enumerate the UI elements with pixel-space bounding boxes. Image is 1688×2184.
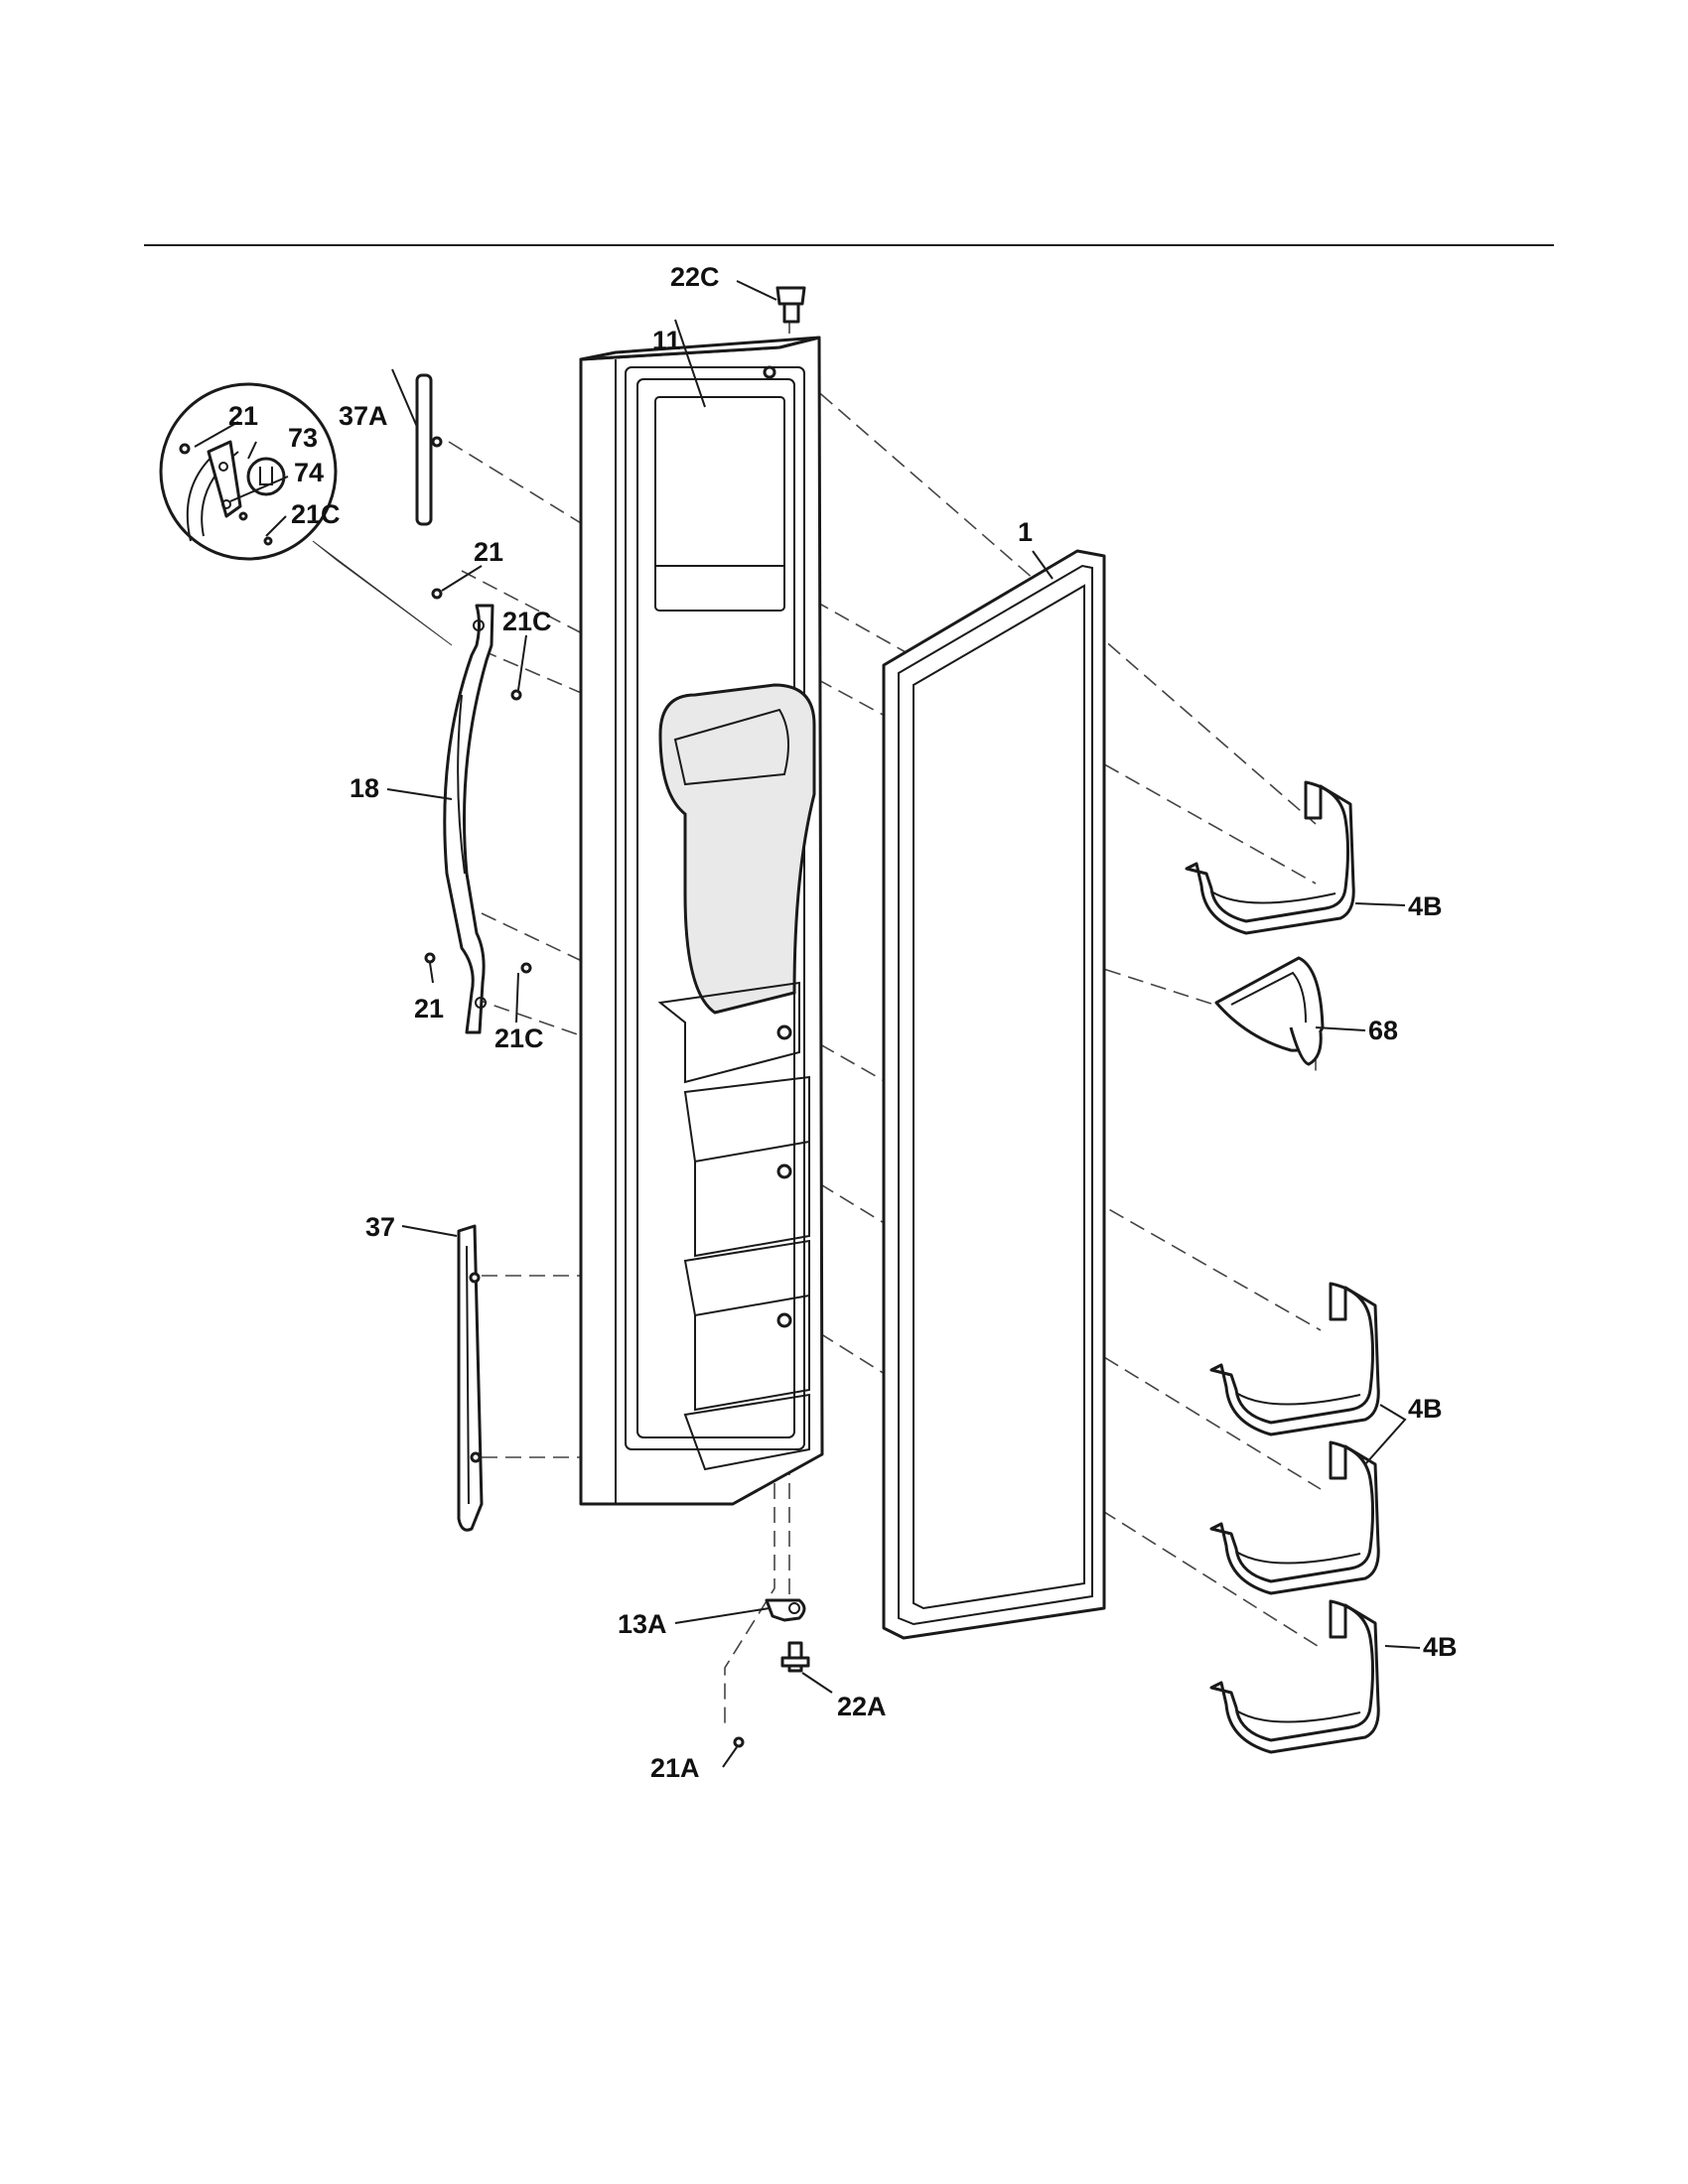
callout-21-mid: 21 [474,537,503,567]
inset-detail [159,382,453,646]
callout-1: 1 [1018,517,1033,547]
callout-21C-low: 21C [494,1024,544,1053]
fasteners [424,588,745,1748]
callout-18: 18 [350,773,379,803]
callout-37A: 37A [339,401,388,431]
dispenser-funnel [1214,956,1325,1066]
lower-pivot-pin [780,1641,810,1673]
door-panel [579,336,824,1506]
callout-21A: 21A [650,1753,700,1783]
door-bin-top [1185,780,1355,935]
door-gasket [882,549,1106,1640]
callout-4B-top: 4B [1408,891,1443,921]
door-bin-mid-1 [1209,1282,1380,1436]
leader-lines [194,280,1421,1768]
callout-74: 74 [294,458,324,487]
callout-37: 37 [365,1212,395,1242]
callout-11: 11 [652,326,681,355]
inset-pointer [312,540,453,646]
callout-21-low: 21 [414,994,444,1024]
door-bin-low [1209,1599,1380,1754]
callout-4B-low: 4B [1423,1632,1458,1662]
door-handle [443,604,494,1034]
callout-4B-mid: 4B [1408,1394,1443,1424]
top-hinge-pin [775,286,806,324]
door-bin-mid-2 [1209,1440,1380,1595]
callout-68: 68 [1368,1016,1398,1045]
lower-handle-trim [457,1224,484,1532]
callout-21C-mid: 21C [502,607,552,636]
callout-21C-inset: 21C [291,499,341,529]
callout-73: 73 [288,423,318,453]
callout-22A: 22A [837,1692,887,1721]
callout-labels: 22C 11 21 37A 73 74 21C 21 21C 1 18 4B 2… [228,262,1458,1783]
top-handle-trim [415,373,443,526]
callout-13A: 13A [618,1609,667,1639]
lower-hinge-bracket [765,1598,806,1622]
callout-22C: 22C [670,262,720,292]
callout-21-inset: 21 [228,401,258,431]
